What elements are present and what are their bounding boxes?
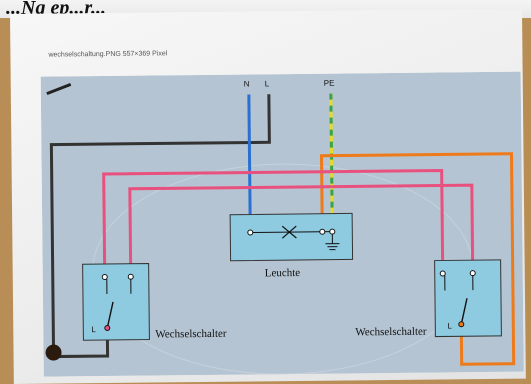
- terminal-pe-label: PE: [324, 79, 335, 88]
- lamp-terminal-n: [248, 230, 253, 235]
- switch-right-l-label: L: [447, 321, 452, 330]
- switch-right-terminal-l: [459, 322, 464, 327]
- earth-wire-yellow: [331, 94, 332, 232]
- switch-right-terminal-a: [440, 271, 445, 276]
- lamp-terminal-pe: [330, 229, 335, 234]
- switch-left-terminal-l: [105, 325, 110, 330]
- terminal-n-label: N: [244, 79, 250, 88]
- wiring-diagram: Leuchte L Wechselschalter L Wechselschal…: [41, 72, 524, 377]
- switch-left-l-label: L: [91, 325, 96, 334]
- file-title: wechselschaltung.PNG 557×369 Pixel: [48, 50, 167, 58]
- switch-left-label: Wechselschalter: [155, 328, 227, 341]
- lamp-box: [230, 213, 352, 260]
- switch-right-label: Wechselschalter: [355, 326, 427, 339]
- neutral-wire: [249, 95, 250, 233]
- switch-right-terminal-b: [470, 271, 475, 276]
- lamp-terminal-l: [320, 229, 325, 234]
- lamp-label: Leuchte: [265, 267, 301, 279]
- switch-left-terminal-b: [128, 274, 133, 279]
- terminal-l-label: L: [265, 79, 270, 88]
- switch-left-terminal-a: [102, 274, 107, 279]
- printed-sheet: wechselschaltung.PNG 557×369 Pixel: [10, 9, 526, 384]
